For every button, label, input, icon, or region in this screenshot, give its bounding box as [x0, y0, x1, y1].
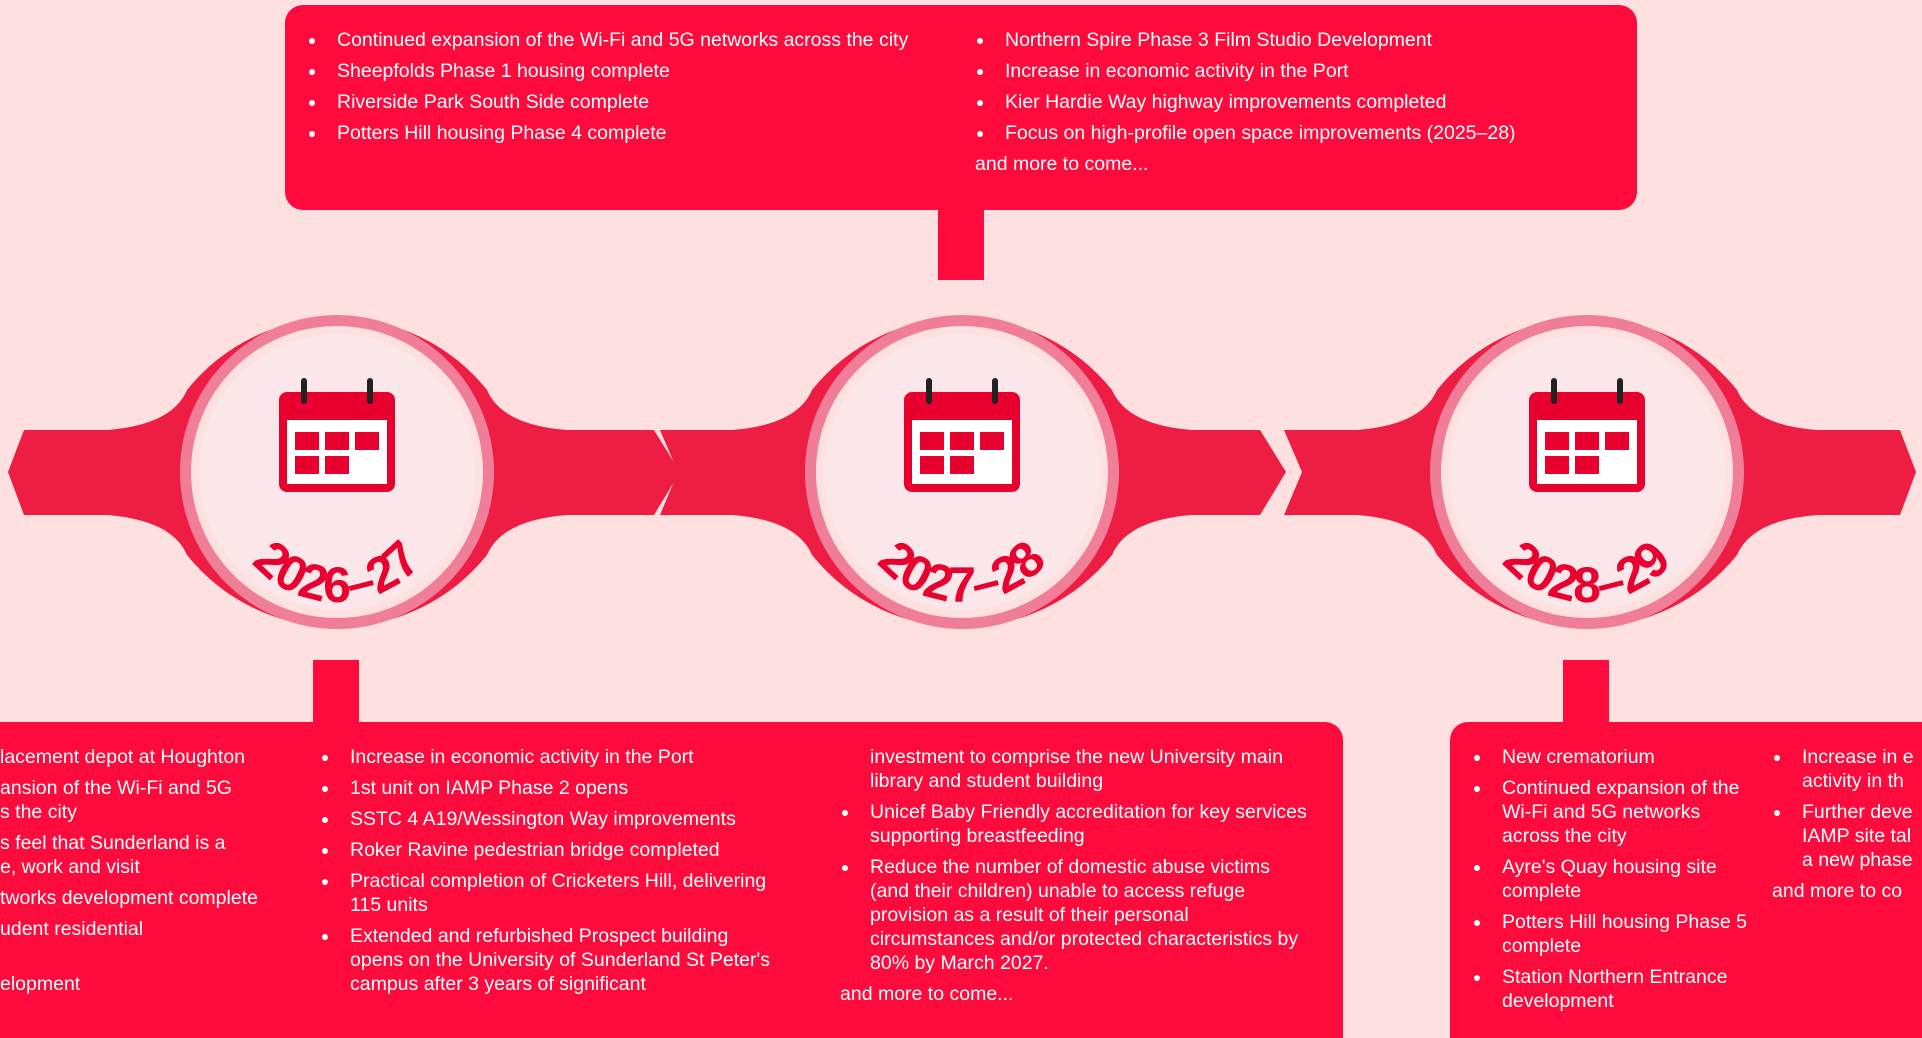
milestone-item: Ayre's Quay housing site complete — [1472, 855, 1752, 903]
cut-milestone-text: ansion of the Wi-Fi and 5G — [0, 777, 232, 799]
top-panel-column-1: Continued expansion of the Wi-Fi and 5G … — [307, 28, 947, 152]
calendar-ring-icon — [992, 378, 998, 404]
bottom-right-list-2: Increase in e activity in th Further dev… — [1772, 745, 1922, 872]
cut-milestone-text: s the city — [0, 801, 77, 823]
continued-milestone-text: investment to comprise the new Universit… — [870, 746, 1283, 792]
cut-milestone-text: udent residential — [0, 918, 144, 940]
milestone-item: Northern Spire Phase 3 Film Studio Devel… — [975, 28, 1615, 52]
bottom-left-column-1: lacement depot at Houghton ansion of the… — [0, 745, 300, 996]
bottom-right-column-1: New crematorium Continued expansion of t… — [1472, 745, 1752, 1020]
calendar-cell-icon — [295, 432, 319, 450]
milestone-item: Increase in e activity in th — [1772, 745, 1922, 793]
milestone-item: Sheepfolds Phase 1 housing complete — [307, 59, 947, 83]
milestone-item: Riverside Park South Side complete — [307, 90, 947, 114]
top-connector — [938, 200, 984, 280]
milestone-item: New crematorium — [1472, 745, 1752, 769]
milestone-item: SSTC 4 A19/Wessington Way improvements — [320, 807, 785, 831]
cut-milestone-text: e, work and visit — [0, 856, 140, 878]
bottom-left-milestones-panel: lacement depot at Houghton ansion of the… — [0, 722, 1343, 1038]
calendar-cell-icon — [1605, 432, 1629, 450]
milestone-item: Roker Ravine pedestrian bridge completed — [320, 838, 785, 862]
cut-milestone-text: lacement depot at Houghton — [0, 746, 246, 768]
calendar-ring-icon — [926, 378, 932, 404]
more-to-come-text: and more to come... — [840, 983, 1014, 1005]
bottom-connector-right — [1563, 660, 1609, 730]
calendar-ring-icon — [301, 378, 307, 404]
band-arrow-tip — [1260, 430, 1286, 515]
milestone-item: Further deve IAMP site tal a new phase — [1772, 800, 1922, 872]
calendar-cell-icon — [950, 456, 974, 474]
milestone-item: Potters Hill housing Phase 4 complete — [307, 121, 947, 145]
milestone-item: Reduce the number of domestic abuse vict… — [840, 855, 1310, 975]
cut-milestone-text: s feel that Sunderland is a — [0, 832, 226, 854]
calendar-icon — [287, 420, 387, 484]
calendar-cell-icon — [920, 456, 944, 474]
milestone-item: Practical completion of Cricketers Hill,… — [320, 869, 785, 917]
milestone-item: Increase in economic activity in the Por… — [975, 59, 1615, 83]
calendar-ring-icon — [1551, 378, 1557, 404]
calendar-cell-icon — [1545, 432, 1569, 450]
more-to-come-text: and more to come... — [975, 153, 1149, 175]
bottom-right-list-1: New crematorium Continued expansion of t… — [1472, 745, 1752, 1013]
calendar-cell-icon — [295, 456, 319, 474]
calendar-cell-icon — [325, 456, 349, 474]
top-panel-list-1: Continued expansion of the Wi-Fi and 5G … — [307, 28, 947, 145]
calendar-icon — [912, 420, 1012, 484]
milestone-item: Kier Hardie Way highway improvements com… — [975, 90, 1615, 114]
cut-milestone-text: tworks development complete — [0, 887, 258, 909]
milestone-item: Continued expansion of the Wi-Fi and 5G … — [307, 28, 947, 52]
more-to-come-text: and more to co — [1772, 880, 1903, 902]
top-panel-list-2: Northern Spire Phase 3 Film Studio Devel… — [975, 28, 1615, 145]
bottom-right-column-2: Increase in e activity in th Further dev… — [1772, 745, 1922, 903]
bottom-left-list-2: Increase in economic activity in the Por… — [320, 745, 785, 996]
calendar-ring-icon — [367, 378, 373, 404]
milestone-item: Extended and refurbished Prospect buildi… — [320, 924, 785, 996]
calendar-cell-icon — [980, 432, 1004, 450]
bottom-connector-left — [313, 660, 359, 730]
milestone-item: Unicef Baby Friendly accreditation for k… — [840, 800, 1310, 848]
milestone-item: 1st unit on IAMP Phase 2 opens — [320, 776, 785, 800]
calendar-cell-icon — [325, 432, 349, 450]
cut-milestone-text: elopment — [0, 973, 81, 995]
band-arrow-tip — [654, 430, 680, 515]
milestone-item: Increase in economic activity in the Por… — [320, 745, 785, 769]
milestone-item: Potters Hill housing Phase 5 complete — [1472, 910, 1752, 958]
calendar-cell-icon — [1575, 432, 1599, 450]
milestone-item: Continued expansion of the Wi-Fi and 5G … — [1472, 776, 1752, 848]
bottom-right-milestones-panel: New crematorium Continued expansion of t… — [1450, 722, 1922, 1038]
bottom-left-column-2: Increase in economic activity in the Por… — [320, 745, 785, 1003]
calendar-ring-icon — [1617, 378, 1623, 404]
milestone-item: Station Northern Entrance development — [1472, 965, 1752, 1013]
top-panel-column-2: Northern Spire Phase 3 Film Studio Devel… — [975, 28, 1615, 176]
calendar-cell-icon — [1545, 456, 1569, 474]
band-right-arrow — [1900, 430, 1916, 515]
calendar-cell-icon — [355, 432, 379, 450]
bottom-left-column-3: investment to comprise the new Universit… — [840, 745, 1310, 1006]
band-left-arrow — [8, 430, 24, 515]
calendar-cell-icon — [950, 432, 974, 450]
calendar-cell-icon — [920, 432, 944, 450]
bottom-left-list-3: Unicef Baby Friendly accreditation for k… — [840, 800, 1310, 975]
top-milestones-panel: Continued expansion of the Wi-Fi and 5G … — [285, 5, 1637, 210]
calendar-cell-icon — [1575, 456, 1599, 474]
milestone-item: Focus on high-profile open space improve… — [975, 121, 1615, 145]
calendar-icon — [1537, 420, 1637, 484]
